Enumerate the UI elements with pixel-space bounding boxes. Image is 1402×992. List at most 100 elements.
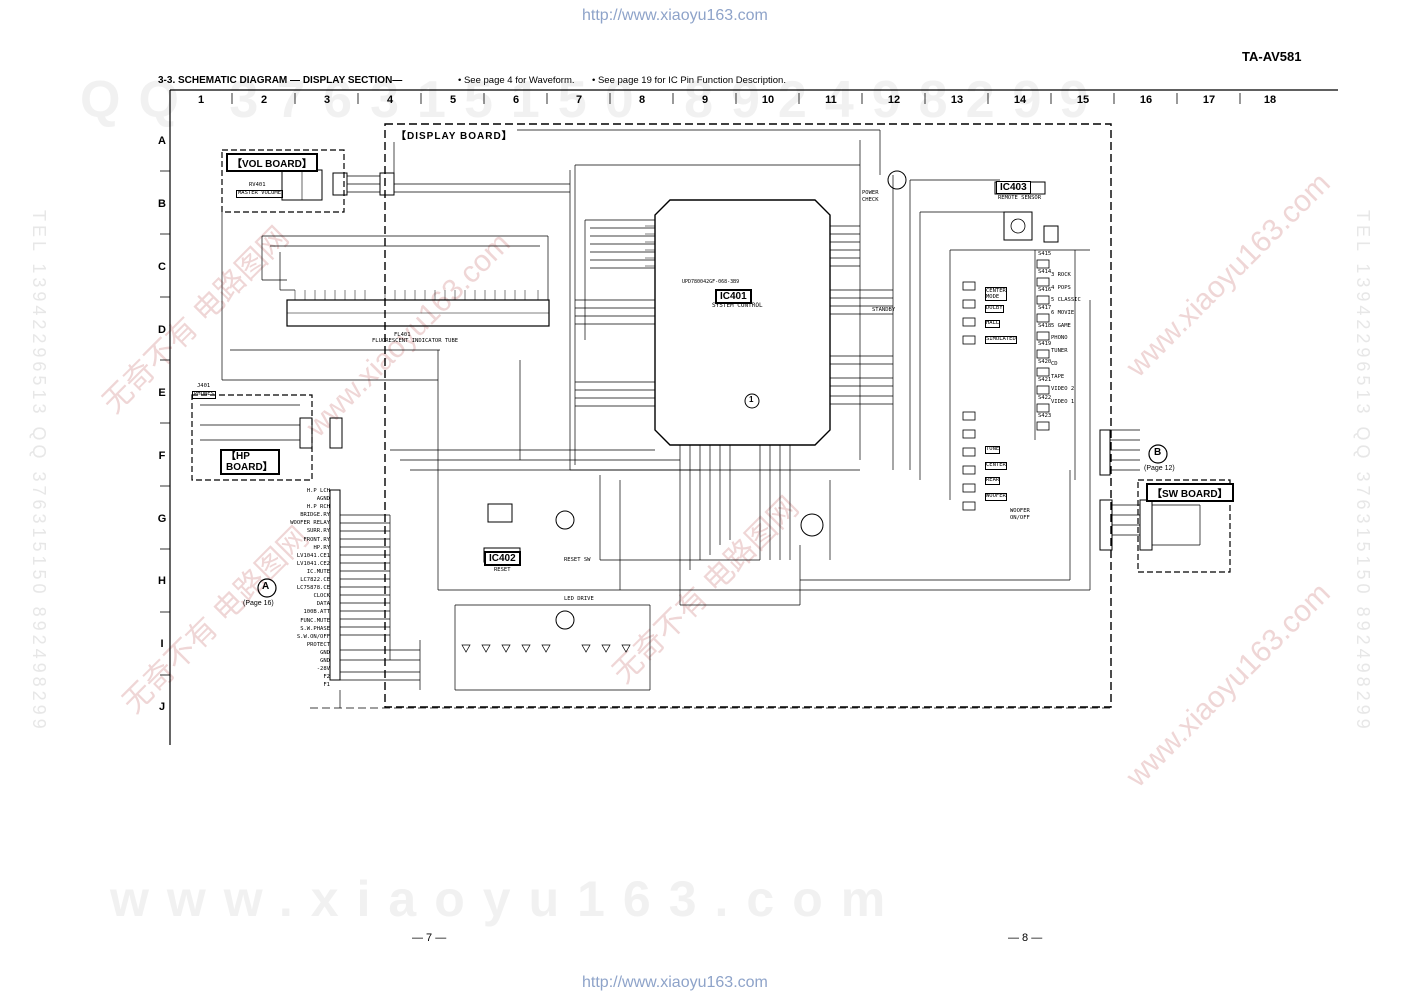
ic402-desc: RESET [494,567,511,573]
note-waveform: • See page 4 for Waveform. [458,75,575,86]
grid-col-2: 2 [260,94,268,106]
grid-col-7: 7 [575,94,583,106]
signal-5: SURR.RY [306,528,330,535]
grid-col-9: 9 [701,94,709,106]
ic402-label: IC402 [484,551,521,566]
mode-label-center-mode: CENTER MODE [985,287,1007,301]
switch-ref-0: S415 [1038,251,1052,257]
grid-col-17: 17 [1202,94,1216,106]
fl401-desc: FLUORESCENT INDICATOR TUBE [372,338,459,344]
watermark-big-bottom: www.xiaoyu163.com [110,871,904,927]
switch-ref-8: S422 [1038,395,1052,401]
watermark-vertical-right: TEL 13942296513 QQ 376315150 892498299 [1353,210,1373,733]
rv401-label: RV401 [249,182,266,188]
signal-7: HP.RY [313,544,330,551]
mode-label-woofer: WOOFER [985,493,1007,501]
grid-row-c: C [158,261,166,273]
connector-signal-list: H.P LCH AGND H.P RCH BRIDGE.RY WOOFER RE… [276,488,331,691]
watermark-big-top: QQ 376315150 892498299 [80,71,1107,129]
power-check-label: POWER CHECK [862,190,879,203]
grid-col-3: 3 [323,94,331,106]
signal-9: LV1041.CE2 [296,560,330,567]
mode-label-simulated: SIMULATED [985,336,1017,344]
input-switch-labels: 3 ROCK 4 POPS 5 CLASSIC 6 MOVIE 5 GAME P… [1051,272,1081,413]
mode-label-hall: HALL [985,320,1001,328]
hp-board-label: 【HP BOARD】 [220,449,280,475]
grid-row-h: H [158,575,166,587]
ic403-label: IC403 [996,181,1031,194]
signal-20: GND [320,649,330,656]
woofer-onoff-label: WOOFER ON/OFF [1010,508,1030,521]
grid-col-11: 11 [825,94,837,106]
watermark-url-top: http://www.xiaoyu163.com [582,7,768,24]
ic401-part: UPD780042GF-068-3B9 [682,279,740,285]
grid-row-b: B [158,198,166,210]
signal-11: LC7822.CE [300,577,330,584]
grid-col-15: 15 [1076,94,1090,106]
switch-ref-9: S423 [1038,413,1052,419]
switch-ref-3: S417 [1038,305,1052,311]
signal-6: FRONT.RY [303,536,331,543]
sw-board-label: 【SW BOARD】 [1146,483,1234,502]
signal-23: F2 [323,674,330,681]
switch-ref-7: S421 [1038,377,1052,383]
signal-21: GND [320,657,330,664]
mode-label-tone: TONE [985,446,1001,454]
grid-col-12: 12 [887,94,901,106]
signal-4: WOOFER RELAY [290,520,330,527]
grid-col-14: 14 [1013,94,1027,106]
page-number-right: — 8 — [1008,932,1043,944]
offpage-b-page: (Page 12) [1144,465,1175,472]
grid-row-e: E [158,387,166,399]
switch-label-10: VIDEO 1 [1051,398,1075,405]
ic403-desc: REMOTE SENSOR [998,195,1042,201]
switch-label-3: 6 MOVIE [1051,310,1075,317]
signal-22: -28V [316,666,330,673]
grid-col-8: 8 [638,94,646,106]
signal-8: LV1041.CE1 [296,552,330,559]
signal-10: IC.MUTE [306,568,330,575]
note-ic-pin: • See page 19 for IC Pin Function Descri… [592,75,786,86]
ic401-label: IC401 [715,289,752,304]
display-board-label: 【DISPLAY BOARD】 [392,127,517,142]
grid-col-4: 4 [386,94,394,106]
switch-label-0: 3 ROCK [1051,272,1071,278]
grid-col-6: 6 [512,94,520,106]
master-volume-label: MASTER VOLUME [236,190,284,198]
switch-label-4: 5 GAME [1051,322,1071,329]
signal-17: S.W.PHASE [300,625,330,632]
offpage-b: B [1154,447,1162,458]
offpage-a: A [262,581,270,592]
switch-label-9: VIDEO 2 [1051,386,1075,393]
grid-col-13: 13 [950,94,964,106]
offpage-a-page: (Page 16) [243,600,274,607]
grid-row-i: I [160,638,164,650]
waveform-marker-1: 1 [749,395,754,404]
grid-row-g: G [157,513,167,525]
phones-label: PHONES [192,391,216,399]
signal-18: S.W.ON/OFF [296,633,330,640]
signal-12: LC75878.CE [296,585,330,592]
grid-row-d: D [158,324,166,336]
signal-2: H.P RCH [306,504,330,511]
reset-sw-label: RESET SW [564,557,591,563]
switch-label-1: 4 POPS [1051,284,1071,291]
grid-row-j: J [158,701,166,713]
page-number-left: — 7 — [412,932,447,944]
switch-refs: S415 S414 S416 S417 S418 S419 S420 S421 … [1038,251,1052,432]
ic401-desc: SYSTEM CONTROL [712,302,763,309]
grid-col-18: 18 [1263,94,1277,106]
switch-label-5: PHONO [1051,335,1068,342]
signal-15: 100B.ATT [303,609,331,616]
vol-board-label: 【VOL BOARD】 [226,153,318,172]
signal-3: BRIDGE.RY [300,512,330,519]
grid-col-1: 1 [197,94,205,106]
section-title: 3-3. SCHEMATIC DIAGRAM — DISPLAY SECTION… [158,75,403,86]
signal-24: F1 [323,682,330,689]
signal-13: CLOCK [313,593,330,600]
signal-19: PROTECT [306,641,330,648]
fl401-label: FL401 [394,332,411,338]
watermark-vertical-left: TEL 13942296513 QQ 376315150 892498299 [29,210,49,733]
led-drive-label: LED DRIVE [564,596,594,602]
